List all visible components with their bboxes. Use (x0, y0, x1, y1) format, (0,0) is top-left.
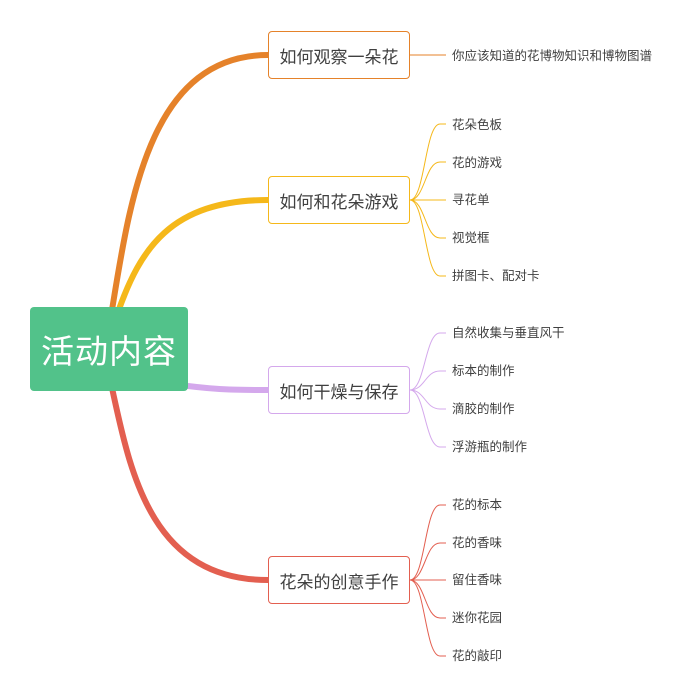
leaf-connector (409, 389, 446, 448)
leaf-topic[interactable]: 花的标本 (452, 497, 503, 512)
leaf-connector (409, 389, 446, 410)
leaf-connector (409, 504, 446, 581)
leaf-connector (409, 370, 446, 391)
leaf-connector (409, 161, 446, 201)
leaf-topic[interactable]: 寻花单 (452, 192, 490, 207)
leaf-topic[interactable]: 浮游瓶的制作 (452, 439, 528, 454)
branch-connector (185, 383, 271, 393)
branch-topic-observe[interactable]: 如何观察一朵花 (268, 31, 410, 79)
leaf-connector (409, 579, 446, 619)
leaf-connector (409, 123, 446, 201)
branch-connector (115, 197, 271, 315)
branch-connector (109, 385, 271, 583)
branch-connector (109, 52, 271, 313)
root-topic[interactable]: 活动内容 (30, 307, 188, 391)
leaf-topic[interactable]: 滴胶的制作 (452, 401, 515, 416)
leaf-topic[interactable]: 自然收集与垂直风干 (452, 325, 565, 340)
leaf-connector (409, 199, 446, 277)
leaf-topic[interactable]: 留住香味 (452, 572, 503, 587)
leaf-connector (409, 199, 446, 239)
leaf-topic[interactable]: 视觉框 (452, 230, 490, 245)
leaf-topic[interactable]: 拼图卡、配对卡 (452, 268, 540, 283)
leaf-connector (409, 332, 446, 391)
leaf-topic[interactable]: 花的香味 (452, 535, 503, 550)
leaf-connector (409, 579, 446, 657)
branch-topic-play[interactable]: 如何和花朵游戏 (268, 176, 410, 224)
leaf-topic[interactable]: 花的游戏 (452, 155, 503, 170)
leaf-topic[interactable]: 迷你花园 (452, 610, 503, 625)
branch-topic-dry-preserve[interactable]: 如何干燥与保存 (268, 366, 410, 414)
leaf-topic[interactable]: 花朵色板 (452, 117, 503, 132)
leaf-topic[interactable]: 你应该知道的花博物知识和博物图谱 (452, 48, 653, 63)
leaf-topic[interactable]: 标本的制作 (452, 363, 515, 378)
branch-topic-crafts[interactable]: 花朵的创意手作 (268, 556, 410, 604)
leaf-topic[interactable]: 花的敲印 (452, 648, 503, 663)
leaf-connector (409, 542, 446, 581)
